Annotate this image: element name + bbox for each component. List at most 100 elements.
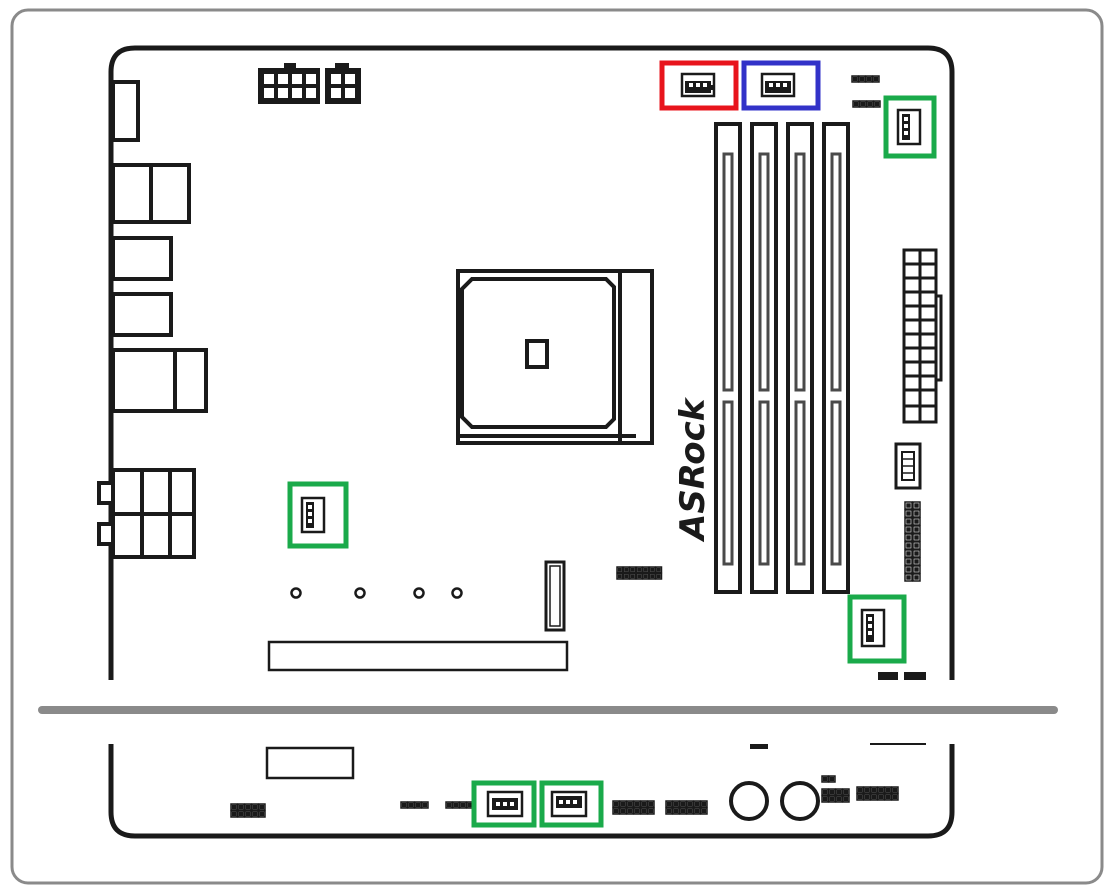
header-pin-dot [656, 567, 661, 572]
header-pin-dot [829, 796, 835, 802]
header-pin-dot [687, 801, 693, 807]
board-outline-bottom [108, 744, 955, 839]
header-pin-dot [624, 567, 629, 572]
pin-header [852, 100, 881, 108]
header-pin-dot [874, 101, 880, 107]
header-pin-dot [634, 808, 640, 814]
dimm-slot [822, 122, 850, 594]
header-pin-dot [613, 801, 619, 807]
pin-header [851, 75, 880, 83]
chip-component [750, 744, 768, 749]
header-pin-dot [906, 511, 911, 516]
header-pin-dot [822, 789, 828, 795]
header-pin-dot [885, 794, 891, 800]
header-pin-dot [656, 574, 661, 579]
chassis-fan-header-bottom-1[interactable] [471, 780, 537, 828]
header-pin-dot [238, 804, 244, 810]
header-pin-dot [892, 787, 898, 793]
header-pin-dot [860, 101, 866, 107]
cpu-opt-fan-header[interactable] [741, 60, 821, 111]
header-pin-dot [906, 551, 911, 556]
header-pin-dot [859, 76, 865, 82]
header-pin-dot [650, 567, 655, 572]
header-pin-dot [624, 574, 629, 579]
header-pin-dot [906, 527, 911, 532]
header-pin-dot [871, 787, 877, 793]
header-pin-dot [231, 811, 237, 817]
header-pin-dot [627, 801, 633, 807]
header-pin-dot [238, 811, 244, 817]
header-pin-dot [906, 559, 911, 564]
header-pin-dot [914, 519, 919, 524]
header-pin-dot [617, 574, 622, 579]
header-pin-dot [914, 511, 919, 516]
header-pin-dot [914, 535, 919, 540]
header-pin-dot [422, 802, 428, 808]
chassis-fan-header-right[interactable] [847, 594, 907, 664]
header-pin-dot [259, 804, 265, 810]
chassis-fan-header-bottom-2[interactable] [539, 780, 604, 828]
cpu-fan-header[interactable] [659, 60, 739, 111]
header-pin-dot [852, 76, 858, 82]
chassis-fan-header-top-right[interactable] [883, 95, 937, 159]
header-pin-dot [914, 575, 919, 580]
header-pin-dot [245, 811, 251, 817]
pin-header [616, 566, 663, 580]
cpu-socket [456, 269, 654, 445]
header-pin-dot [906, 535, 911, 540]
header-pin-dot [650, 574, 655, 579]
header-pin-dot [914, 567, 919, 572]
header-pin-dot [673, 801, 679, 807]
header-pin-dot [630, 574, 635, 579]
header-pin-dot [666, 808, 672, 814]
header-pin-dot [853, 101, 859, 107]
usb3-header [894, 442, 922, 490]
pin-header [856, 786, 899, 801]
pin-header [612, 800, 655, 815]
header-pin-dot [643, 574, 648, 579]
header-pin-dot [408, 802, 414, 808]
pcie-slot [267, 640, 569, 672]
header-pin-dot [843, 796, 849, 802]
header-pin-dot [822, 776, 828, 782]
header-pin-dot [857, 794, 863, 800]
header-pin-dot [673, 808, 679, 814]
header-pin-dot [617, 567, 622, 572]
header-pin-dot [914, 503, 919, 508]
header-pin-dot [401, 802, 407, 808]
header-pin-dot [871, 794, 877, 800]
header-pin-dot [829, 776, 835, 782]
header-pin-dot [231, 804, 237, 810]
dimm-slots [714, 122, 850, 594]
io-port [111, 348, 208, 413]
pin-header [400, 801, 429, 809]
header-pin-dot [453, 802, 459, 808]
header-pin-dot [637, 567, 642, 572]
brand-logo: ASRock [673, 396, 713, 543]
header-pin-dot [878, 787, 884, 793]
io-port [111, 80, 140, 142]
header-pin-dot [630, 567, 635, 572]
chassis-fan-header-left[interactable] [287, 481, 349, 549]
m2-slot [544, 560, 566, 632]
outer-frame [10, 8, 1104, 885]
header-pin-dot [620, 801, 626, 807]
header-pin-dot [878, 794, 884, 800]
header-pin-dot [843, 789, 849, 795]
pin-header [665, 800, 708, 815]
header-pin-dot [866, 76, 872, 82]
header-pin-dot [906, 519, 911, 524]
header-pin-dot [467, 802, 473, 808]
header-pin-dot [460, 802, 466, 808]
chip-component [265, 746, 355, 780]
header-pin-dot [613, 808, 619, 814]
dimm-slot [750, 122, 778, 594]
chip-component [878, 672, 926, 680]
header-pin-dot [641, 808, 647, 814]
header-pin-dot [914, 527, 919, 532]
header-pin-dot [857, 787, 863, 793]
io-port [111, 236, 173, 281]
header-pin-dot [906, 575, 911, 580]
header-pin-dot [620, 808, 626, 814]
header-pin-dot [892, 794, 898, 800]
